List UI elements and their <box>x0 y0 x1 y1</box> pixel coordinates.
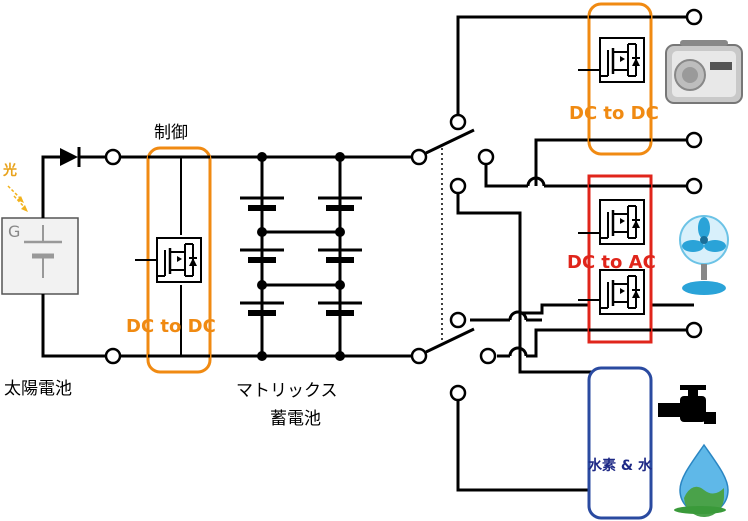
solar-cell-label: 太陽電池 <box>4 379 72 399</box>
dc-ac-label: DC to AC <box>567 252 656 273</box>
light-arrows-icon <box>7 185 28 212</box>
junction-dots <box>257 152 345 361</box>
matrix-battery-label-line1: マトリックス <box>236 381 338 401</box>
dc-dc-converter-left <box>135 146 212 374</box>
water-faucet-icon <box>658 385 716 424</box>
control-label: 制御 <box>154 123 188 143</box>
hydrogen-water-label: 水素 & 水 <box>588 458 652 474</box>
solar-cell <box>1 217 79 295</box>
terminals <box>104 8 703 402</box>
diode-icon <box>60 147 81 167</box>
hydrogen-water-unit <box>587 366 653 520</box>
dc-dc-converter-right <box>578 2 653 156</box>
water-drop-earth-icon <box>674 443 729 518</box>
dc-dc-left-label: DC to DC <box>126 316 216 337</box>
dc-dc-right-label: DC to DC <box>569 103 659 124</box>
radio-icon <box>665 40 743 104</box>
dc-ac-inverter <box>578 174 653 344</box>
generator-mark: G <box>8 222 21 241</box>
matrix-battery-cells <box>240 196 362 316</box>
electric-fan-icon <box>679 215 729 295</box>
light-label: 光 <box>3 163 17 179</box>
matrix-battery-label-line2: 蓄電池 <box>270 409 321 429</box>
